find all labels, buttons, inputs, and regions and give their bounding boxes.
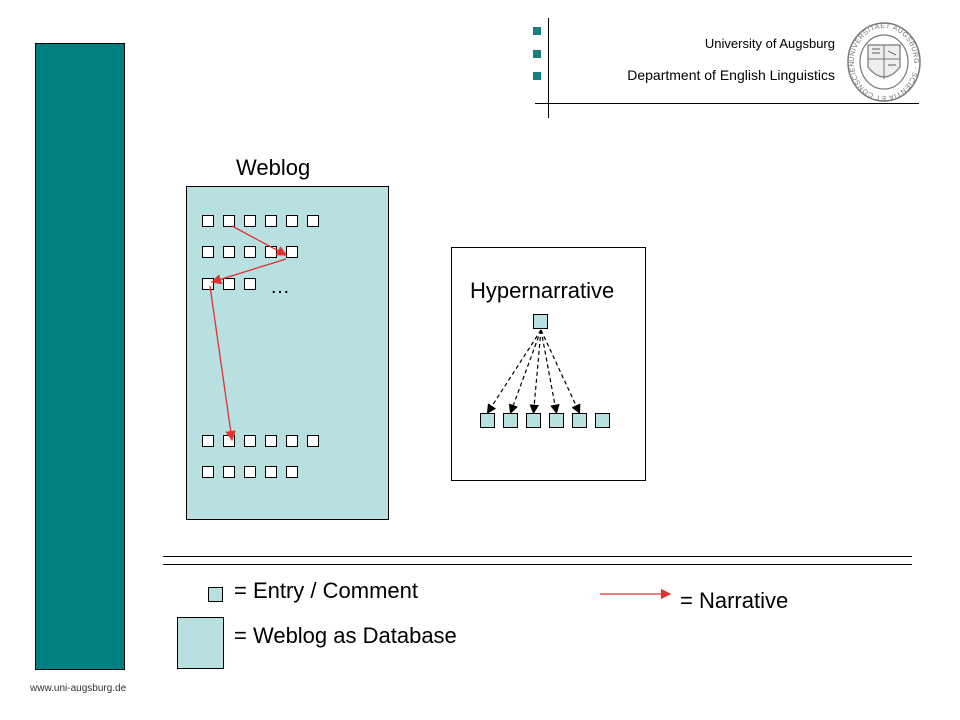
header-vertical-line	[548, 18, 549, 118]
weblog-entry-square	[223, 278, 235, 290]
header-square-2	[533, 50, 541, 58]
weblog-entry-square	[202, 215, 214, 227]
hypernarrative-arrow	[508, 329, 542, 415]
weblog-entry-square	[223, 246, 235, 258]
header-square-3	[533, 72, 541, 80]
weblog-entry-square	[244, 435, 256, 447]
weblog-entry-square	[265, 435, 277, 447]
legend-entry-swatch	[208, 587, 223, 602]
narrative-arrow-1	[231, 225, 288, 256]
weblog-entry-square	[265, 466, 277, 478]
separator-line-top	[163, 556, 912, 557]
legend-narrative-label: = Narrative	[680, 588, 789, 613]
legend-entry-label: = Entry / Comment	[234, 578, 419, 603]
university-name: University of Augsburg	[704, 36, 835, 51]
weblog-entry-square	[286, 215, 298, 227]
hypernarrative-box	[451, 247, 646, 481]
hypernarrative-arrows	[486, 329, 581, 415]
weblog-entry-square	[286, 466, 298, 478]
legend-database-swatch	[177, 617, 224, 669]
weblog-entry-square	[202, 246, 214, 258]
separator-line-bottom	[163, 564, 912, 565]
hypernarrative-arrow	[540, 329, 581, 415]
weblog-entry-square	[244, 466, 256, 478]
footer-url: www.uni-augsburg.de	[30, 683, 127, 694]
weblog-entry-square	[307, 215, 319, 227]
sidebar-bar	[35, 43, 125, 670]
hypernarrative-title: Hypernarrative	[470, 278, 615, 303]
hypernarrative-arrow	[540, 329, 560, 415]
weblog-entry-square	[307, 435, 319, 447]
weblog-title: Weblog	[236, 155, 311, 180]
weblog-entry-square	[286, 435, 298, 447]
narrative-arrow-2	[210, 258, 287, 285]
weblog-entry-square	[244, 246, 256, 258]
hypernarrative-root-node	[533, 314, 548, 329]
weblog-entry-square	[202, 466, 214, 478]
weblog-ellipsis: …	[270, 276, 290, 298]
weblog-entry-square	[223, 215, 235, 227]
hypernarrative-arrow	[529, 329, 542, 415]
weblog-entry-square	[202, 435, 214, 447]
hypernarrative-arrow	[486, 329, 542, 415]
header-square-1	[533, 27, 541, 35]
weblog-entry-square	[244, 278, 256, 290]
hypernarrative-child-node	[595, 413, 610, 428]
weblog-entry-square	[223, 466, 235, 478]
header-horizontal-line	[535, 103, 919, 104]
weblog-entry-square	[244, 215, 256, 227]
legend-database-label: = Weblog as Database	[234, 623, 457, 648]
department-name: Department of English Linguistics	[627, 67, 835, 83]
university-seal-icon: UNIVERSITAET AUGSBURG · SCIENTIA ET CONS…	[846, 21, 921, 102]
weblog-entry-square	[265, 215, 277, 227]
narrative-arrow-3	[209, 285, 236, 442]
